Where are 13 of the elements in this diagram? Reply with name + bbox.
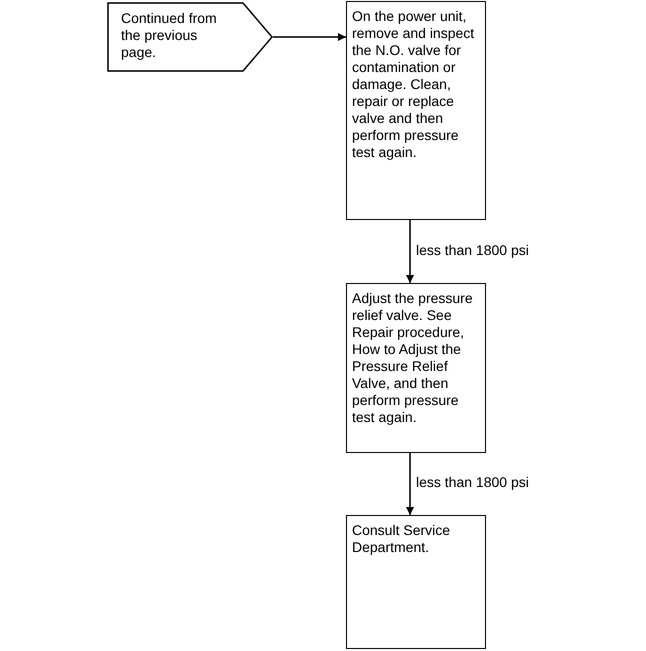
arrow: [406, 220, 414, 283]
process-box: [346, 1, 486, 220]
process-box: [346, 283, 486, 453]
process-box: [346, 515, 486, 649]
connector-pentagon: [107, 2, 273, 72]
node-text: On the power unit, remove and inspect the N.O. valve for contamination or damage. Clean, repair or replace valve and then perform pressure test again.: [352, 8, 476, 161]
node-text: Consult Service Department.: [352, 522, 452, 556]
node-text: Continued from the previous page.: [121, 10, 218, 61]
edge-label: less than 1800 psi: [416, 242, 529, 258]
arrow: [273, 33, 346, 41]
edge-label: less than 1800 psi: [416, 474, 529, 490]
arrow: [406, 453, 414, 515]
node-text: Adjust the pressure relief valve. See Repair procedure, How to Adjust the Pressure Relief Valve, and then perform pressure test again.: [352, 290, 474, 426]
